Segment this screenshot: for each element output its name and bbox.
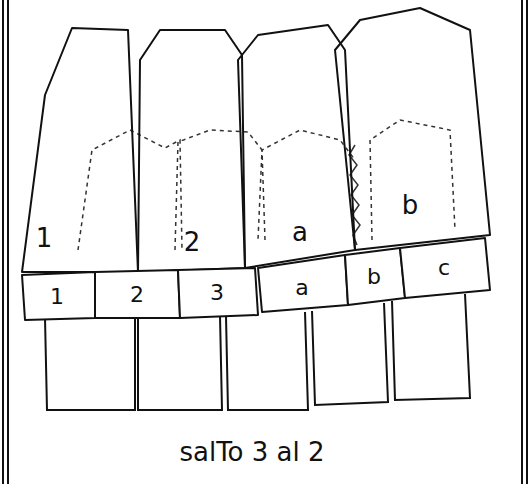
block-label: c bbox=[438, 257, 450, 279]
tooth-crown: 1 bbox=[22, 28, 138, 272]
block-label: 2 bbox=[130, 284, 144, 306]
lettered-block: b bbox=[345, 248, 405, 305]
numbered-block: 2 bbox=[95, 270, 180, 318]
tooth-crown: a bbox=[238, 25, 355, 268]
tooth-label: b bbox=[402, 192, 419, 218]
tooth-crown: 2 bbox=[138, 30, 245, 272]
block-label: 3 bbox=[210, 282, 224, 304]
block-label: b bbox=[367, 266, 381, 288]
numbered-block: 3 bbox=[178, 268, 258, 318]
tooth-label: 1 bbox=[36, 225, 53, 251]
block-label: a bbox=[295, 277, 308, 299]
lettered-block: c bbox=[400, 238, 490, 298]
lettered-block: a bbox=[258, 255, 348, 312]
tooth-crown: b bbox=[335, 8, 490, 250]
tooth-label: 2 bbox=[184, 229, 201, 255]
numbered-block: 1 bbox=[22, 272, 95, 320]
tooth-label: a bbox=[292, 219, 308, 245]
caption: salTo 3 al 2 bbox=[179, 439, 324, 465]
block-label: 1 bbox=[50, 286, 64, 308]
